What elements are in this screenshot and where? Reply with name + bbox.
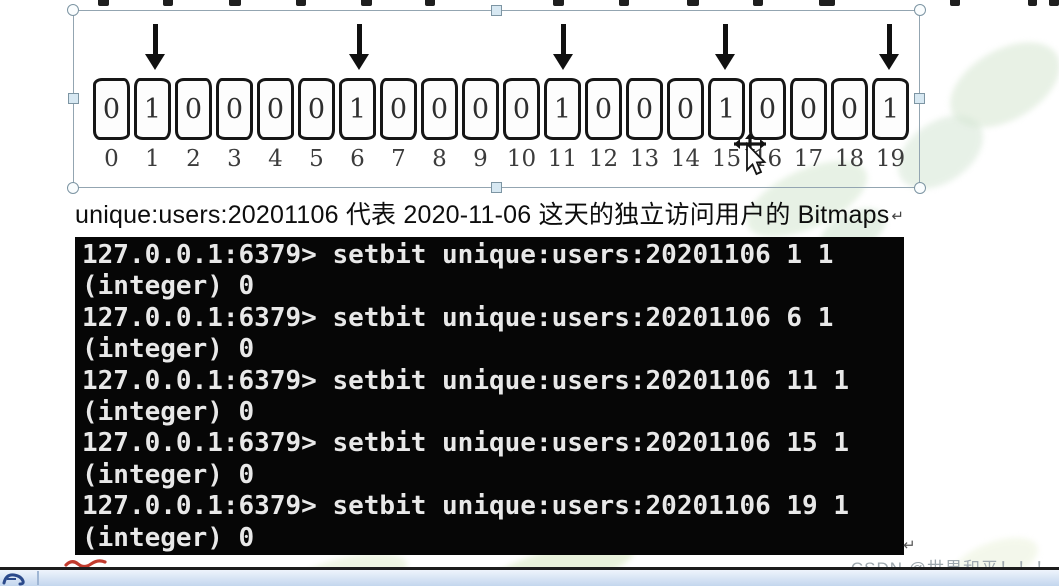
index-label: 14 — [670, 146, 701, 172]
bit-cell: 0 — [257, 78, 294, 140]
index-label: 7 — [391, 146, 406, 172]
terminal-line: 127.0.0.1:6379> setbit unique:users:2020… — [82, 491, 850, 522]
bit-cell: 0 — [421, 78, 458, 140]
move-cursor-icon — [734, 133, 767, 176]
selection-box[interactable] — [67, 4, 926, 194]
bitmap-index-row: 0 1 2 3 4 5 6 7 8 9 10 11 12 13 14 15 16… — [93, 146, 909, 172]
index-label: 11 — [547, 146, 578, 172]
bottom-divider — [0, 567, 1059, 570]
bit-cell: 0 — [790, 78, 827, 140]
arrow-down-icon — [145, 24, 165, 70]
caption-text: unique:users:20201106 代表 2020-11-06 这天的独… — [75, 195, 904, 231]
bit-cell: 0 — [749, 78, 786, 140]
caption-label: unique:users:20201106 代表 2020-11-06 这天的独… — [75, 201, 890, 229]
redis-terminal: 127.0.0.1:6379> setbit unique:users:2020… — [75, 237, 904, 555]
terminal-line: 127.0.0.1:6379> setbit unique:users:2020… — [82, 302, 834, 333]
terminal-line: 127.0.0.1:6379> setbit unique:users:2020… — [82, 240, 834, 270]
bit-cell: 0 — [831, 78, 868, 140]
index-label: 15 — [711, 146, 742, 172]
index-label: 1 — [145, 146, 160, 172]
bit-cell: 1 — [544, 78, 581, 140]
status-bar-separator — [37, 571, 39, 585]
paragraph-mark: ↵ — [903, 537, 916, 554]
status-bar-page-icon[interactable] — [2, 571, 32, 586]
status-bar — [0, 570, 1059, 586]
index-label: 17 — [793, 146, 824, 172]
selection-handle-top-center[interactable] — [490, 5, 502, 16]
arrow-down-icon — [879, 24, 899, 70]
index-label: 9 — [473, 146, 488, 172]
index-label: 12 — [588, 146, 619, 172]
index-label: 2 — [186, 146, 201, 172]
bit-cell: 0 — [503, 78, 540, 140]
index-label: 13 — [629, 146, 660, 172]
bit-cell: 0 — [216, 78, 253, 140]
terminal-line: 127.0.0.1:6379> setbit unique:users:2020… — [82, 428, 850, 459]
bit-cell: 0 — [462, 78, 499, 140]
bit-cell: 0 — [380, 78, 417, 140]
red-squiggle-mark — [64, 559, 107, 568]
index-label: 10 — [506, 146, 537, 172]
bit-cell: 0 — [298, 78, 335, 140]
terminal-line: (integer) 0 — [82, 459, 255, 490]
selection-handle-bottom-center[interactable] — [490, 182, 502, 193]
terminal-line: (integer) 0 — [82, 522, 255, 553]
arrow-down-icon — [553, 24, 573, 70]
index-label: 3 — [227, 146, 242, 172]
selection-handle-bottom-right[interactable] — [914, 182, 926, 194]
bit-cell: 1 — [134, 78, 171, 140]
bit-cell: 0 — [175, 78, 212, 140]
selection-handle-bottom-left[interactable] — [67, 182, 79, 194]
terminal-line: (integer) 0 — [82, 271, 255, 302]
bit-cell: 0 — [667, 78, 704, 140]
green-blob — [935, 24, 1059, 146]
index-label: 6 — [350, 146, 365, 172]
index-label: 18 — [834, 146, 865, 172]
selection-handle-middle-right[interactable] — [914, 93, 925, 104]
index-label: 8 — [432, 146, 447, 172]
index-label: 4 — [268, 146, 283, 172]
selection-handle-middle-left[interactable] — [68, 93, 79, 104]
paragraph-mark: ↵ — [891, 208, 905, 225]
bit-cell: 1 — [708, 78, 745, 140]
bit-cell: 0 — [93, 78, 130, 140]
index-label: 19 — [875, 146, 906, 172]
bit-cell: 0 — [626, 78, 663, 140]
bit-cell: 0 — [585, 78, 622, 140]
arrow-down-icon — [349, 24, 369, 70]
arrow-down-icon — [715, 24, 735, 70]
bitmap-row[interactable]: 0 1 0 0 0 0 1 0 0 0 0 1 0 0 0 1 0 0 0 1 — [93, 78, 909, 140]
bit-cell: 1 — [872, 78, 909, 140]
terminal-line: (integer) 0 — [82, 397, 255, 428]
selection-handle-top-right[interactable] — [914, 4, 926, 16]
index-label: 5 — [309, 146, 324, 172]
selection-handle-top-left[interactable] — [67, 4, 79, 16]
terminal-line: (integer) 0 — [82, 334, 255, 365]
bit-cell: 1 — [339, 78, 376, 140]
index-label: 0 — [104, 146, 119, 172]
terminal-line: 127.0.0.1:6379> setbit unique:users:2020… — [82, 365, 850, 396]
